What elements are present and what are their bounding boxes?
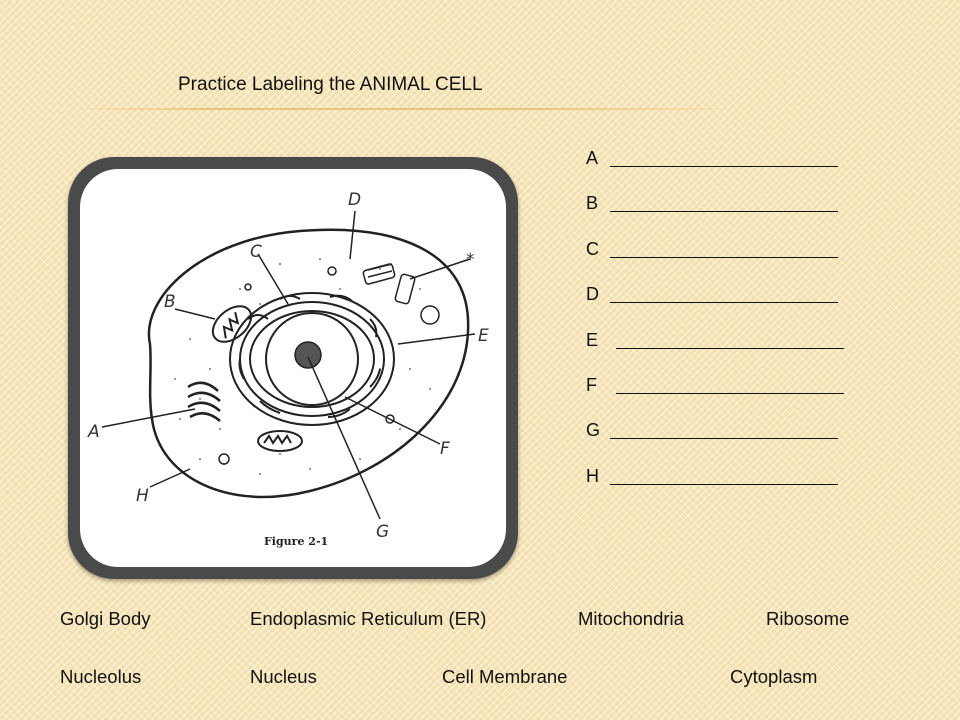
answer-row-g: G bbox=[586, 418, 844, 445]
answer-blank-line[interactable] bbox=[610, 418, 838, 440]
vesicle-shapes bbox=[218, 266, 440, 465]
figure-caption: Figure 2-1 bbox=[264, 535, 328, 548]
word-bank-term: Mitochondria bbox=[578, 608, 684, 629]
slide-title: Practice Labeling the ANIMAL CELL bbox=[178, 74, 483, 95]
figure-label-b: B bbox=[164, 292, 176, 312]
answer-blank-line[interactable] bbox=[610, 237, 838, 258]
figure-label-star: * bbox=[466, 250, 475, 270]
answer-letter: F bbox=[586, 374, 597, 395]
answer-row-e: E bbox=[586, 328, 844, 355]
word-bank-term: Nucleolus bbox=[60, 666, 142, 687]
answer-letter: C bbox=[586, 238, 599, 259]
word-bank-term: Ribosome bbox=[766, 608, 850, 629]
answer-letter: G bbox=[586, 420, 601, 441]
label-leader-lines bbox=[101, 210, 476, 520]
figure-label-a: A bbox=[87, 422, 100, 442]
answer-row-a: A bbox=[586, 146, 844, 173]
answer-blank-line[interactable] bbox=[610, 191, 838, 213]
mitochondria-shapes bbox=[211, 305, 303, 452]
answer-letter: A bbox=[586, 148, 599, 168]
figure-label-f: F bbox=[440, 439, 450, 459]
answer-letter: B bbox=[586, 193, 599, 214]
figure-label-d: D bbox=[348, 190, 361, 210]
cell-figure-frame: A B C D E F G H * Figure 2-1 bbox=[68, 157, 518, 579]
answer-blank-line[interactable] bbox=[610, 282, 838, 304]
answer-blank-line[interactable] bbox=[616, 328, 844, 349]
figure-label-g: G bbox=[376, 522, 389, 542]
answer-blanks: A B C D E F G H bbox=[586, 146, 844, 509]
answer-letter: E bbox=[586, 329, 599, 350]
word-bank-term: Cytoplasm bbox=[730, 666, 818, 687]
title-underline-rule bbox=[68, 108, 748, 110]
animal-cell-diagram: A B C D E F G H * Figure 2-1 bbox=[87, 190, 489, 548]
figure-label-e: E bbox=[478, 326, 489, 346]
word-bank-term: Golgi Body bbox=[60, 608, 151, 629]
word-bank-term: Nucleus bbox=[250, 666, 317, 687]
figure-label-h: H bbox=[136, 486, 149, 506]
answer-blank-line[interactable] bbox=[616, 373, 844, 394]
answer-letter: D bbox=[586, 284, 599, 305]
answer-row-h: H bbox=[586, 464, 844, 491]
cell-membrane-shape bbox=[147, 228, 470, 499]
answer-row-f: F bbox=[586, 373, 844, 400]
answer-row-b: B bbox=[586, 191, 844, 218]
cell-figure: A B C D E F G H * Figure 2-1 bbox=[80, 169, 506, 567]
golgi-body-shape bbox=[187, 381, 221, 422]
nucleolus-shape bbox=[294, 341, 322, 369]
answer-row-c: C bbox=[586, 237, 844, 264]
answer-row-d: D bbox=[586, 282, 844, 309]
answer-letter: H bbox=[586, 465, 599, 486]
word-bank: Golgi Body Endoplasmic Reticulum (ER) Mi… bbox=[60, 608, 920, 698]
word-bank-term: Endoplasmic Reticulum (ER) bbox=[250, 608, 487, 629]
cytoplasm-dots bbox=[174, 258, 441, 475]
word-bank-term: Cell Membrane bbox=[442, 666, 568, 687]
answer-blank-line[interactable] bbox=[610, 146, 838, 167]
figure-label-c: C bbox=[250, 242, 262, 262]
answer-blank-line[interactable] bbox=[610, 464, 838, 485]
centriole-shapes bbox=[362, 263, 416, 305]
nucleus-shape bbox=[265, 312, 359, 406]
endoplasmic-reticulum-shape bbox=[229, 292, 395, 426]
